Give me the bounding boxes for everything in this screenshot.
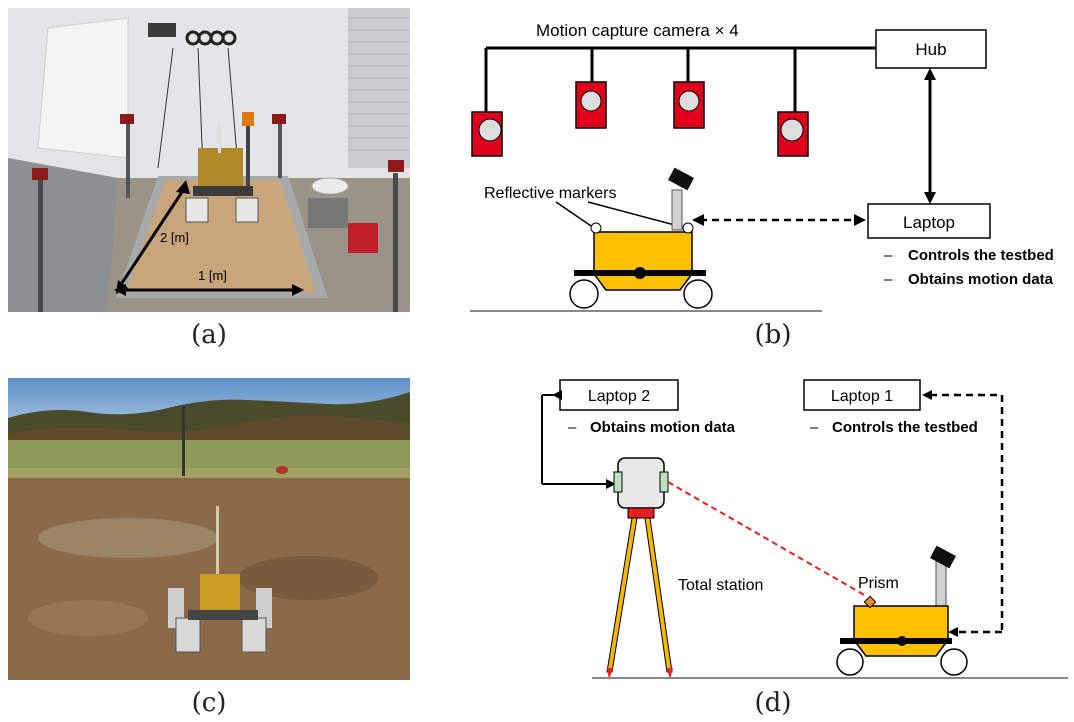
photo-outdoor-field	[8, 378, 410, 680]
laptop-box	[867, 203, 991, 239]
laptop1-dash: –	[810, 419, 819, 436]
total-station-label: Total station	[678, 577, 763, 594]
diagram-motion-capture: Motion capture camera × 4 Hub Laptop – C…	[470, 21, 1054, 312]
diagram-total-station: Laptop 2 – Obtains motion data Laptop 1 …	[541, 379, 1068, 680]
hub-box	[875, 29, 987, 69]
rover-b	[569, 167, 713, 309]
hub-label: Hub	[915, 40, 946, 59]
caption-d: (d)	[754, 688, 792, 718]
caption-b: (b)	[754, 320, 792, 350]
note-dash-1: –	[884, 247, 893, 264]
outdoor-photo-illustration	[8, 378, 410, 680]
laptop2-label: Laptop 2	[588, 388, 650, 405]
laptop2-note: Obtains motion data	[590, 419, 736, 436]
camera-label: Motion capture camera × 4	[536, 21, 739, 40]
note-dash-2: –	[884, 271, 893, 288]
mocap-camera-2	[575, 81, 607, 129]
laptop2-dash: –	[568, 419, 577, 436]
caption-c: (c)	[191, 688, 227, 718]
dimension-y-label: 2 [m]	[160, 230, 189, 245]
dimension-x-label: 1 [m]	[198, 268, 227, 283]
laptop-label: Laptop	[903, 213, 955, 232]
note-obtains: Obtains motion data	[908, 271, 1054, 288]
laptop1-label: Laptop 1	[831, 388, 893, 405]
mocap-camera-1	[471, 111, 503, 157]
reflective-markers-label: Reflective markers	[484, 185, 616, 202]
mocap-camera-3	[673, 81, 705, 129]
photo-indoor-testbed: 2 [m] 1 [m]	[8, 8, 410, 312]
mocap-camera-4	[777, 111, 809, 157]
laptop1-box	[803, 379, 921, 411]
rover-d	[836, 545, 968, 676]
indoor-photo-illustration: 2 [m] 1 [m]	[8, 8, 410, 312]
note-controls: Controls the testbed	[908, 247, 1054, 264]
laser-line	[667, 481, 867, 597]
total-station	[606, 457, 673, 680]
prism-label: Prism	[858, 575, 899, 592]
laptop1-note: Controls the testbed	[832, 419, 978, 436]
caption-a: (a)	[191, 320, 227, 350]
laptop2-box	[559, 379, 679, 411]
